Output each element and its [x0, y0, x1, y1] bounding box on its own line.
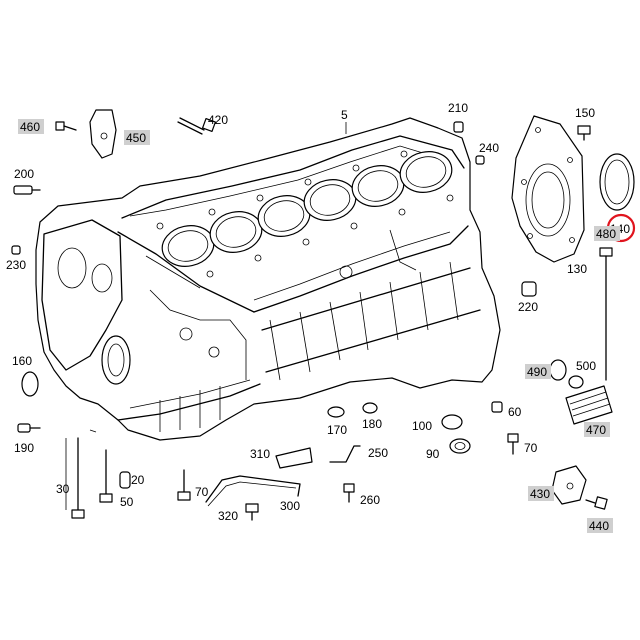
callout-460-box	[18, 119, 44, 134]
callout-250[interactable]: 250	[368, 446, 388, 460]
cap-180	[362, 402, 378, 414]
callout-70-left[interactable]: 70	[195, 485, 209, 499]
callout-130[interactable]: 130	[567, 262, 587, 276]
seal-100	[441, 414, 463, 430]
callout-460[interactable]: 460	[20, 120, 40, 134]
bolt-200	[13, 185, 41, 195]
bolt-150	[577, 125, 591, 141]
bolt-440	[585, 496, 608, 510]
callout-320[interactable]: 320	[218, 509, 238, 523]
sleeve-230	[11, 245, 21, 255]
rear-seal-ring-140	[599, 153, 635, 211]
callout-450[interactable]: 450	[126, 131, 146, 145]
ring-160	[21, 371, 39, 397]
bracket-430	[551, 465, 587, 505]
bolt-70-left	[177, 469, 191, 501]
bolt-30	[71, 437, 85, 519]
callout-430-box	[528, 486, 554, 501]
callout-30[interactable]: 30	[56, 482, 70, 496]
bolt-70-right	[507, 433, 519, 455]
callout-240[interactable]: 240	[479, 141, 499, 155]
callout-180[interactable]: 180	[362, 417, 382, 431]
cap-170	[327, 406, 345, 418]
dowel-20	[119, 471, 131, 489]
callout-420[interactable]: 420	[208, 113, 228, 127]
callout-labels: 5 20 30 50 60 70 70 90 100 130 140 150 1…	[6, 101, 636, 533]
callout-430[interactable]: 430	[530, 487, 550, 501]
bolt-260	[343, 483, 355, 503]
callout-440-box	[587, 518, 613, 533]
bolt-480	[599, 247, 613, 381]
callout-450-box	[124, 130, 150, 145]
callout-470-box	[584, 422, 610, 437]
callout-170[interactable]: 170	[327, 423, 347, 437]
sleeve-220	[521, 281, 537, 297]
seal-500	[568, 375, 584, 389]
seal-90	[449, 438, 471, 454]
callout-70-right[interactable]: 70	[524, 441, 538, 455]
callout-490[interactable]: 490	[527, 365, 547, 379]
oil-cooler-470	[565, 385, 613, 425]
callout-480[interactable]: 480	[596, 227, 616, 241]
bolt-320	[245, 503, 259, 521]
callout-100[interactable]: 100	[412, 419, 432, 433]
callout-490-box	[525, 364, 551, 379]
callout-500[interactable]: 500	[576, 359, 596, 373]
callout-220[interactable]: 220	[518, 300, 538, 314]
callout-5[interactable]: 5	[341, 108, 348, 122]
bracket-450	[89, 109, 117, 159]
callout-60[interactable]: 60	[508, 405, 522, 419]
callout-440[interactable]: 440	[589, 519, 609, 533]
bolt-460	[55, 121, 77, 131]
part-490	[549, 359, 567, 381]
oil-line-300	[205, 475, 301, 503]
stud-420	[177, 117, 217, 135]
callout-200[interactable]: 200	[14, 167, 34, 181]
callout-210[interactable]: 210	[448, 101, 468, 115]
callout-470[interactable]: 470	[586, 423, 606, 437]
engine-block	[35, 117, 501, 441]
dowel-240	[475, 155, 485, 165]
small-parts	[11, 109, 613, 521]
callout-310[interactable]: 310	[250, 447, 270, 461]
rear-cover-130	[511, 115, 585, 263]
callout-20[interactable]: 20	[131, 473, 145, 487]
leader-lines	[65, 122, 347, 510]
callout-480-box	[594, 226, 620, 241]
callout-160[interactable]: 160	[12, 354, 32, 368]
callout-300[interactable]: 300	[280, 499, 300, 513]
callout-260[interactable]: 260	[360, 493, 380, 507]
plug-60	[491, 401, 503, 413]
flange-310	[275, 447, 313, 469]
plug-190	[17, 423, 41, 433]
callout-90[interactable]: 90	[426, 447, 440, 461]
plug-210	[453, 121, 464, 133]
callout-50[interactable]: 50	[120, 495, 134, 509]
bolt-50	[99, 449, 113, 503]
callout-230[interactable]: 230	[6, 258, 26, 272]
pipe-250	[329, 445, 361, 463]
callout-190[interactable]: 190	[14, 441, 34, 455]
callout-150[interactable]: 150	[575, 106, 595, 120]
